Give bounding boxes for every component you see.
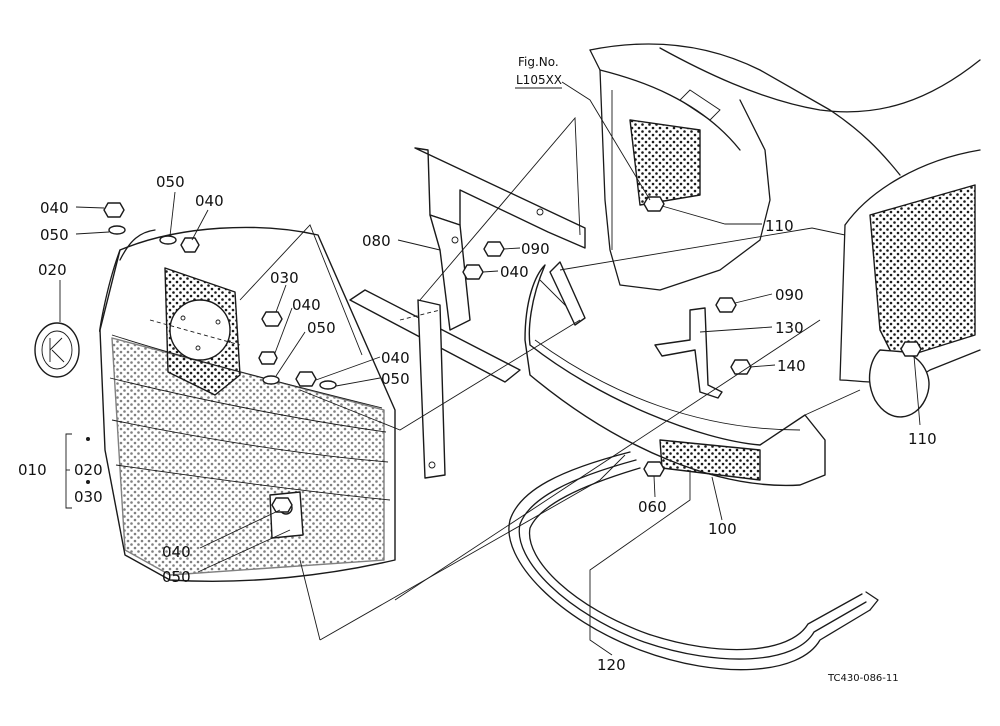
assembly-lines bbox=[149, 116, 861, 641]
bolt-icon bbox=[180, 237, 200, 253]
fig-ref-number: L105XX bbox=[516, 73, 562, 87]
bolt-icon bbox=[103, 202, 125, 218]
callout-label: 050 bbox=[307, 319, 336, 337]
callout-label: 050 bbox=[40, 226, 69, 244]
callout-label: 050 bbox=[381, 370, 410, 388]
callout-label: 030 bbox=[270, 269, 299, 287]
callout-label: 050 bbox=[156, 173, 185, 191]
figure-reference: Fig.No. L105XX bbox=[515, 55, 562, 89]
callout-label: 040 bbox=[292, 296, 321, 314]
washer-icon bbox=[159, 235, 177, 245]
callout-label: 040 bbox=[162, 543, 191, 561]
callout-label: 080 bbox=[362, 232, 391, 250]
bolt-icon bbox=[715, 297, 737, 313]
washer-icon bbox=[319, 380, 337, 390]
callout-label: 050 bbox=[162, 568, 191, 586]
callout-label: 010 bbox=[18, 461, 47, 479]
bolt-icon bbox=[643, 196, 665, 212]
bolt-icon bbox=[258, 351, 278, 365]
callout-label: 120 bbox=[597, 656, 626, 674]
callout-label: 090 bbox=[521, 240, 550, 258]
callout-label: 140 bbox=[777, 357, 806, 375]
front-bumper bbox=[524, 261, 826, 487]
rubber-seal bbox=[508, 451, 879, 671]
bolt-icon bbox=[295, 371, 317, 387]
bolt-icon bbox=[462, 264, 484, 280]
bullet-dot bbox=[86, 480, 90, 484]
callout-label: 030 bbox=[74, 488, 103, 506]
leader-lines bbox=[59, 81, 921, 656]
callout-label: 040 bbox=[40, 199, 69, 217]
hardware bbox=[103, 196, 922, 513]
callout-label: 060 bbox=[638, 498, 667, 516]
bolt-icon bbox=[730, 359, 752, 375]
front-grille bbox=[99, 226, 396, 582]
bolt-icon bbox=[900, 341, 922, 357]
callout-labels: 040 050 020 050 040 030 040 050 040 050 … bbox=[18, 173, 937, 674]
callout-label: 090 bbox=[775, 286, 804, 304]
callout-label: 040 bbox=[195, 192, 224, 210]
fig-ref-title: Fig.No. bbox=[518, 55, 559, 69]
callout-label: 110 bbox=[908, 430, 937, 448]
bonnet-outline bbox=[589, 43, 981, 418]
bullet-dot bbox=[86, 437, 90, 441]
nut-icon bbox=[261, 311, 283, 327]
callout-label: 020 bbox=[74, 461, 103, 479]
callout-label: 040 bbox=[500, 263, 529, 281]
bumper-bracket bbox=[654, 307, 723, 399]
washer-icon bbox=[108, 225, 126, 235]
grille-bracket bbox=[349, 147, 586, 479]
callout-label: 110 bbox=[765, 217, 794, 235]
callout-label: 040 bbox=[381, 349, 410, 367]
callout-label: 100 bbox=[708, 520, 737, 538]
washer-icon bbox=[262, 375, 280, 385]
nut-icon bbox=[643, 461, 665, 477]
bolt-icon bbox=[271, 497, 293, 513]
badge-emblem bbox=[34, 322, 80, 378]
callout-label: 130 bbox=[775, 319, 804, 337]
callout-label: 020 bbox=[38, 261, 67, 279]
bolt-icon bbox=[483, 241, 505, 257]
drawing-code: TC430-086-11 bbox=[827, 673, 899, 684]
